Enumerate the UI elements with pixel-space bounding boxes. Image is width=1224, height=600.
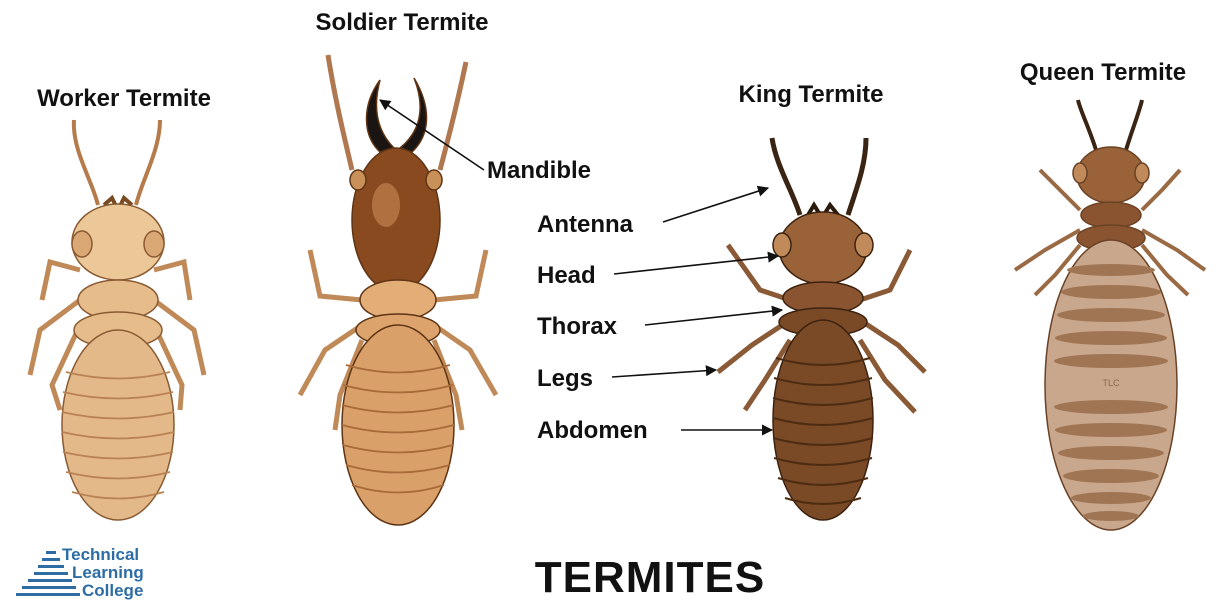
- queen-watermark: TLC: [1102, 378, 1120, 388]
- logo-line-1: Technical: [62, 545, 139, 564]
- antenna-label: Antenna: [537, 211, 634, 238]
- soldier-termite: [300, 55, 496, 525]
- thorax-arrow: [645, 310, 782, 325]
- mandible-label: Mandible: [487, 157, 591, 184]
- head-label: Head: [537, 262, 596, 289]
- logo-line-2: Learning: [72, 563, 144, 582]
- king-label: King Termite: [739, 81, 884, 108]
- worker-label: Worker Termite: [37, 85, 211, 112]
- queen-label: Queen Termite: [1020, 59, 1186, 86]
- king-termite: [718, 138, 925, 520]
- legs-arrow: [612, 370, 716, 377]
- antenna-arrow: [663, 188, 768, 222]
- main-title: TERMITES: [535, 553, 765, 600]
- soldier-label: Soldier Termite: [316, 9, 489, 36]
- worker-termite: [30, 120, 204, 520]
- thorax-label: Thorax: [537, 313, 618, 340]
- queen-termite: TLC: [1015, 100, 1205, 530]
- abdomen-label: Abdomen: [537, 417, 648, 444]
- legs-label: Legs: [537, 365, 593, 392]
- logo-line-3: College: [82, 581, 143, 600]
- head-arrow: [614, 256, 778, 274]
- logo: Technical Learning College: [16, 545, 144, 600]
